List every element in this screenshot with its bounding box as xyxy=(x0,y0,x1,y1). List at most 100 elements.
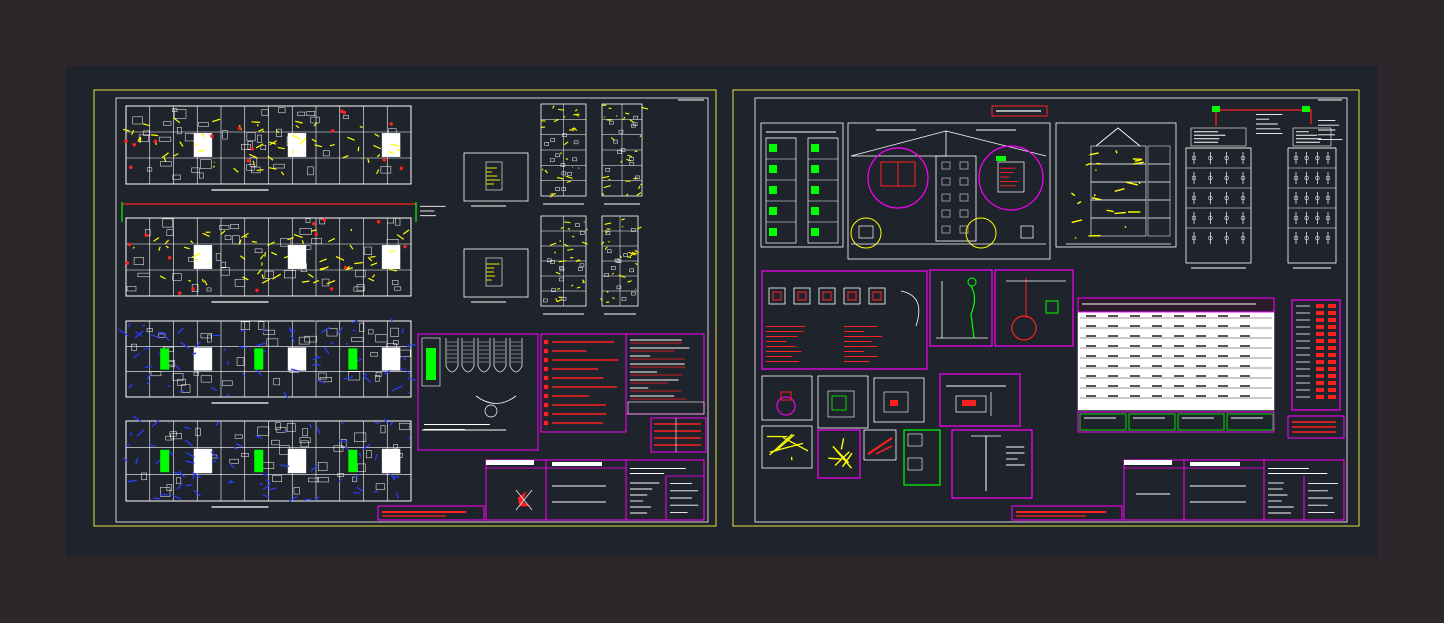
cad-circle xyxy=(1315,155,1320,161)
cad-line xyxy=(358,452,362,457)
cad-rect xyxy=(941,177,951,186)
panel-detail xyxy=(997,161,1025,193)
cad-line xyxy=(173,153,179,157)
detail-cell xyxy=(761,425,813,469)
cad-rect xyxy=(307,166,314,176)
cad-line xyxy=(383,418,388,424)
cad-rect xyxy=(305,218,311,223)
cad-line xyxy=(396,148,401,152)
riser-notes xyxy=(1256,113,1283,135)
cad-line xyxy=(256,342,266,347)
stair-core xyxy=(193,133,213,157)
cad-rect xyxy=(280,238,292,247)
cad-rect xyxy=(1174,365,1184,367)
cad-line xyxy=(267,241,275,247)
cad-rect xyxy=(907,457,923,471)
cad-line xyxy=(279,464,290,467)
legend-symbol xyxy=(543,402,549,408)
cad-line xyxy=(319,267,328,270)
cad-rect xyxy=(996,156,1006,161)
cad-drawing[interactable] xyxy=(66,66,1378,557)
cad-rect xyxy=(1328,360,1336,364)
cad-rect xyxy=(858,225,874,239)
cad-rect xyxy=(847,291,857,301)
cad-line xyxy=(353,491,361,494)
legend-symbol xyxy=(543,411,549,417)
cad-line xyxy=(163,157,167,163)
cad-line xyxy=(134,330,144,339)
model-space[interactable] xyxy=(66,66,1378,557)
cad-line xyxy=(401,328,405,334)
floor-plan-2 xyxy=(125,217,412,303)
cad-rect xyxy=(1152,315,1162,317)
cad-rect xyxy=(200,159,212,169)
cad-rect xyxy=(293,487,300,495)
fixture-mark xyxy=(250,147,255,151)
cad-circle xyxy=(776,396,796,416)
cad-line xyxy=(828,457,842,460)
cad-line xyxy=(558,260,567,263)
cad-line xyxy=(600,241,605,245)
cad-line xyxy=(146,381,151,385)
cad-line xyxy=(267,155,274,161)
cad-rect xyxy=(1152,355,1162,357)
cad-line xyxy=(384,369,391,375)
cad-rect xyxy=(394,218,401,226)
cad-rect xyxy=(263,329,276,335)
floor-plan-4 xyxy=(123,415,412,508)
cad-rect xyxy=(322,150,330,157)
cad-rect xyxy=(261,109,269,116)
stair-core xyxy=(193,347,213,371)
cad-circle xyxy=(1191,195,1197,201)
fixture-mark xyxy=(127,242,132,247)
cad-line xyxy=(304,498,312,501)
cad-rect xyxy=(1218,315,1228,317)
cad-line xyxy=(565,158,569,160)
cad-line xyxy=(132,246,135,249)
cad-rect xyxy=(133,257,144,265)
cad-line xyxy=(362,375,372,383)
text-block xyxy=(486,263,500,281)
green-unit-marker xyxy=(811,186,819,194)
cad-line xyxy=(376,153,381,158)
cad-rect xyxy=(780,391,792,401)
fixture-mark xyxy=(128,165,133,170)
cad-rect xyxy=(257,134,262,143)
cad-line xyxy=(312,356,321,361)
cad-rect xyxy=(1130,335,1140,337)
cad-line xyxy=(1106,209,1114,213)
cad-rect xyxy=(174,109,187,119)
cad-rect xyxy=(207,334,212,343)
cad-rect xyxy=(1328,388,1336,392)
cad-rect xyxy=(318,462,328,471)
site-plan xyxy=(417,333,539,451)
cad-line xyxy=(356,486,363,492)
cad-line xyxy=(146,373,152,380)
cad-line xyxy=(391,144,400,147)
cad-rect xyxy=(1196,355,1206,357)
cad-line xyxy=(612,297,615,299)
cad-rect xyxy=(131,343,137,351)
cad-line xyxy=(406,344,416,347)
cad-line xyxy=(1070,192,1076,197)
cad-line xyxy=(619,255,622,259)
cad-line xyxy=(245,235,248,238)
cad-line xyxy=(604,222,612,225)
cad-circle xyxy=(1208,195,1213,201)
cad-rect xyxy=(261,462,275,469)
cad-rect xyxy=(367,329,374,335)
cad-line xyxy=(220,230,226,235)
cad-rect xyxy=(579,231,585,235)
green-zone xyxy=(254,348,264,370)
cad-rect xyxy=(298,336,310,345)
cad-rect xyxy=(1108,325,1118,327)
cad-rect xyxy=(1196,335,1206,337)
green-tag xyxy=(1302,106,1310,112)
cad-line xyxy=(311,229,317,232)
cad-rect xyxy=(306,111,316,117)
stair-core xyxy=(193,448,213,474)
cad-rect xyxy=(1108,365,1118,367)
cad-circle xyxy=(1304,175,1309,181)
cad-line xyxy=(316,426,321,435)
